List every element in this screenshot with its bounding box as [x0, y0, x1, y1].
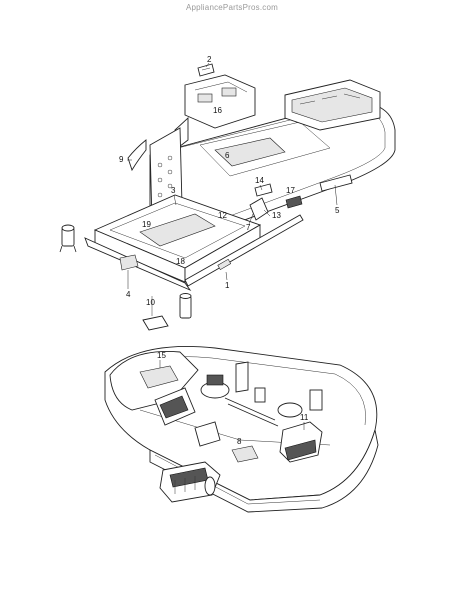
callout-6: 6 — [225, 151, 230, 160]
callout-10: 10 — [146, 298, 155, 307]
mower-deck-assembly — [104, 345, 379, 513]
callouts-lower: 15 11 8 — [157, 351, 309, 446]
callout-14: 14 — [255, 176, 264, 185]
callout-9: 9 — [119, 155, 124, 164]
callout-11: 11 — [300, 413, 309, 422]
callouts-upper: 2 16 6 9 14 17 3 5 12 13 19 7 18 1 4 10 — [119, 55, 340, 307]
callout-16: 16 — [213, 106, 222, 115]
callout-7: 7 — [246, 223, 251, 232]
watermark: AppliancePartsPros.com — [186, 3, 278, 12]
callout-12: 12 — [218, 211, 227, 220]
frame-assembly — [59, 63, 396, 331]
callout-17: 17 — [286, 186, 295, 195]
callout-5: 5 — [335, 206, 340, 215]
callout-8: 8 — [237, 437, 242, 446]
callout-15: 15 — [157, 351, 166, 360]
callout-3: 3 — [171, 186, 176, 195]
callout-13: 13 — [272, 211, 281, 220]
callout-4: 4 — [126, 290, 131, 299]
callout-18: 18 — [176, 257, 185, 266]
callout-2: 2 — [207, 55, 212, 64]
callout-19: 19 — [142, 220, 151, 229]
callout-1: 1 — [225, 281, 230, 290]
